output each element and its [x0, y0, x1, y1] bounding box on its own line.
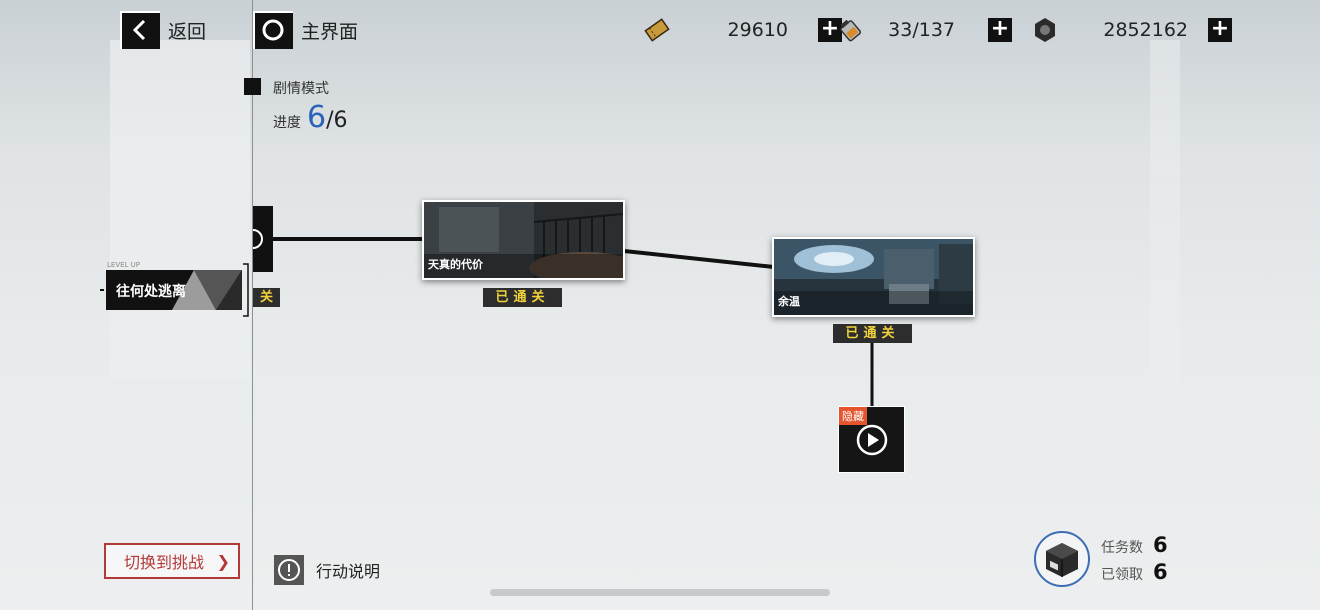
- battery-value: 33/137: [888, 19, 955, 41]
- home-indicator-bar[interactable]: [490, 589, 830, 596]
- home-circle-icon: [253, 11, 293, 49]
- claimed-count-value: 6: [1153, 560, 1168, 584]
- battery-icon: [835, 15, 865, 45]
- stage-partial-cleared-badge: 关: [253, 288, 280, 307]
- progress-indicator: 进度 6/6: [273, 100, 348, 135]
- stage-yuwen-cleared-badge: 已通关: [833, 324, 912, 343]
- add-battery-button[interactable]: +: [988, 18, 1012, 42]
- current-stage-card[interactable]: 往何处逃离: [106, 270, 242, 310]
- challenge-label: 切换到挑战: [124, 553, 205, 572]
- claimed-count-label: 已领取: [1101, 567, 1143, 583]
- action-info-button[interactable]: 行动说明: [274, 555, 380, 585]
- divider-line: [252, 0, 253, 610]
- card-triangles-decoration: [172, 270, 242, 310]
- home-button[interactable]: 主界面: [253, 11, 358, 49]
- chevron-right-icon: ❯: [216, 551, 230, 571]
- stage-node-partial[interactable]: [252, 206, 273, 272]
- resource-ticket: 29610 +: [642, 14, 842, 46]
- hidden-tag: 隐藏: [839, 407, 867, 425]
- ticket-value: 29610: [727, 19, 788, 41]
- resource-battery: 33/137 +: [835, 14, 1012, 46]
- task-count-label: 任务数: [1101, 540, 1143, 556]
- stage-title-yuwen: 余温: [778, 295, 800, 308]
- current-stage-title: 往何处逃离: [116, 284, 186, 300]
- add-nut-button[interactable]: +: [1208, 18, 1232, 42]
- stage-tianzhen-cleared-badge: 已通关: [483, 288, 562, 307]
- back-arrow-icon: [120, 11, 160, 49]
- task-count-row: 任务数 6: [1101, 533, 1168, 557]
- level-up-caption: LEVEL UP: [107, 261, 141, 269]
- nut-icon: [1030, 15, 1060, 45]
- nut-value: 2852162: [1103, 19, 1188, 41]
- stage-thumbnail-bedroom: [424, 202, 623, 278]
- left-panel-backdrop: [110, 40, 250, 380]
- back-label: 返回: [168, 20, 207, 43]
- add-ticket-button[interactable]: +: [818, 18, 842, 42]
- stage-title-tianzhen: 天真的代价: [428, 258, 483, 271]
- mode-square-icon: [244, 78, 261, 95]
- resource-nut: 2852162 +: [1030, 14, 1232, 46]
- task-reward-button[interactable]: [1034, 531, 1090, 587]
- progress-total: /6: [326, 108, 348, 133]
- stage-thumbnail-console: [774, 239, 973, 315]
- home-label: 主界面: [301, 20, 359, 43]
- play-icon: [856, 424, 887, 455]
- ticket-icon: [642, 15, 672, 45]
- reward-crate-icon: [1046, 543, 1078, 577]
- right-panel-backdrop: [1150, 40, 1180, 390]
- stage-card-yuwen[interactable]: 余温: [772, 237, 975, 317]
- progress-label: 进度: [273, 115, 301, 131]
- back-button[interactable]: 返回: [120, 11, 206, 49]
- task-count-value: 6: [1153, 533, 1168, 557]
- claimed-count-row: 已领取 6: [1101, 560, 1168, 584]
- progress-current: 6: [307, 100, 327, 135]
- stage-card-tianzhen[interactable]: 天真的代价: [422, 200, 625, 280]
- action-info-label: 行动说明: [316, 562, 381, 581]
- info-icon: [274, 555, 304, 585]
- switch-to-challenge-button[interactable]: 切换到挑战 ❯: [104, 543, 240, 579]
- mode-label: 剧情模式: [273, 81, 329, 97]
